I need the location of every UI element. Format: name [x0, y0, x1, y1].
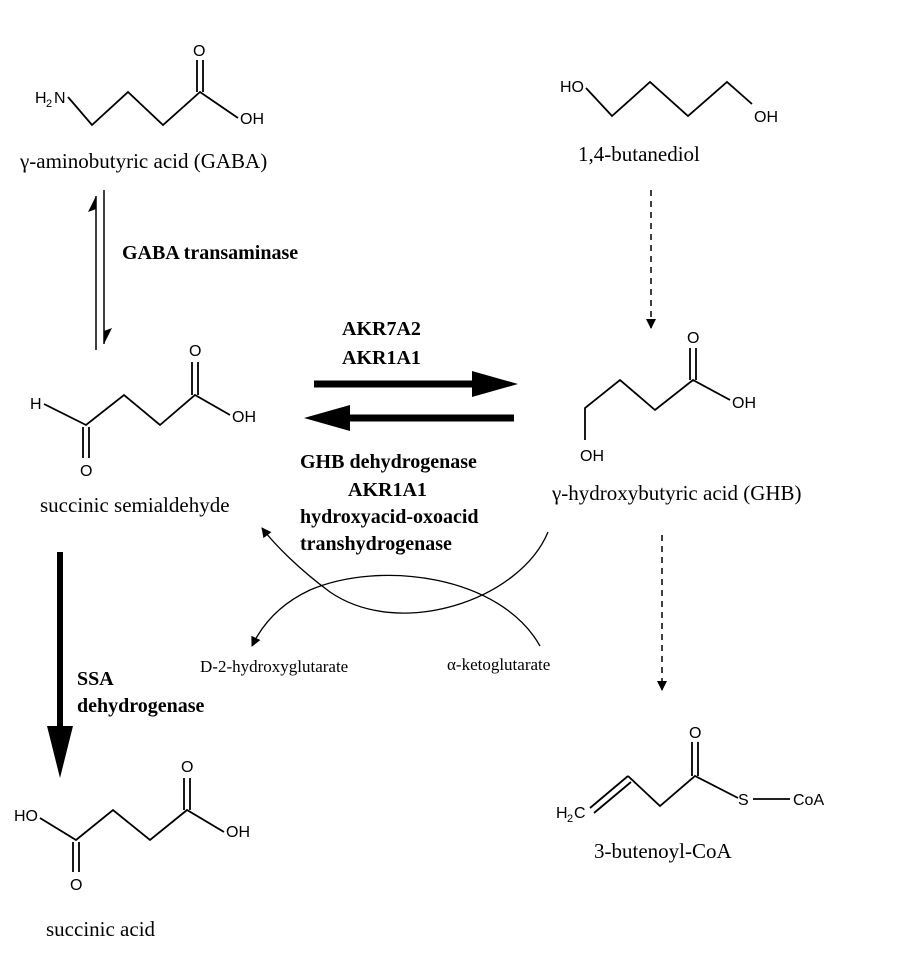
ghb-structure: O OH OH γ-hydroxybutyric acid (GHB): [551, 330, 802, 505]
butenoyl-h-sub: 2: [567, 813, 573, 825]
ghb-o: O: [687, 330, 699, 347]
forward-enzyme-2: AKR1A1: [342, 347, 421, 369]
succinic-chain: [39, 808, 225, 842]
ghb-name: γ-hydroxybutyric acid (GHB): [551, 481, 802, 505]
gaba-amine-h: H: [35, 90, 47, 107]
equilibrium-down-head: [104, 328, 112, 344]
butenoyl-alkene-1: [589, 775, 629, 809]
butanediol-ho: HO: [560, 79, 584, 96]
forward-enzyme-1: AKR7A2: [342, 318, 421, 340]
gaba-amine-sub: 2: [46, 98, 52, 110]
interconversion-arrows: AKR7A2 AKR1A1 GHB dehydrogenase AKR1A1 h…: [300, 318, 518, 555]
butenoyl-h: H: [556, 805, 568, 822]
gaba-amine-n: N: [54, 90, 66, 107]
butanediol-name: 1,4-butanediol: [578, 142, 700, 166]
ssa-structure: H O O OH succinic semialdehyde: [30, 343, 256, 517]
butenoyl-s: S: [738, 792, 749, 809]
ssa-dh-label-2: dehydrogenase: [77, 695, 205, 717]
butenoyl-name: 3-butenoyl-CoA: [594, 839, 732, 863]
butenoyl-coa: CoA: [793, 792, 824, 809]
reverse-arrow-head: [304, 405, 350, 431]
reverse-enzyme-4: transhydrogenase: [300, 533, 452, 555]
ssa-o-top: O: [189, 343, 201, 360]
gaba-o: O: [193, 43, 205, 60]
gaba-structure: H 2 N O OH γ-aminobutyric acid (GABA): [19, 43, 267, 173]
butenoyl-chain: [627, 774, 739, 808]
butanediol-structure: HO OH 1,4-butanediol: [560, 79, 778, 166]
butanediol-oh: OH: [754, 109, 778, 126]
ssa-o-bottom: O: [80, 463, 92, 480]
ssa-dh-label-1: SSA: [77, 668, 114, 690]
butenoyl-c: C: [574, 805, 586, 822]
gaba-ssa-equilibrium: GABA transaminase: [88, 190, 298, 350]
ghb-chain: [584, 378, 731, 440]
ssa-name: succinic semialdehyde: [40, 493, 230, 517]
succinic-oh: OH: [226, 824, 250, 841]
butenoyl-alkene-2: [593, 781, 632, 814]
ghb-oh: OH: [732, 395, 756, 412]
d2hg-label: D-2-hydroxyglutarate: [200, 657, 348, 676]
akg-label: α-ketoglutarate: [447, 655, 550, 674]
succinic-ho: HO: [14, 808, 38, 825]
reverse-enzyme-3: hydroxyacid-oxoacid: [300, 506, 479, 528]
succinic-name: succinic acid: [46, 917, 156, 941]
ssa-dehydrogenase-step: SSA dehydrogenase: [47, 552, 205, 778]
forward-arrow-head: [472, 371, 518, 397]
akg-to-d2hg-arc: [251, 574, 541, 647]
ssa-chain: [43, 393, 231, 427]
gaba-transaminase-label: GABA transaminase: [122, 242, 298, 264]
ghb-oh-bottom: OH: [580, 448, 604, 465]
butanediol-chain: [585, 80, 753, 118]
ssa-dh-arrow-head: [47, 726, 73, 778]
equilibrium-up-head: [88, 196, 96, 212]
coupled-reaction-arcs: D-2-hydroxyglutarate α-ketoglutarate: [200, 527, 550, 676]
gaba-name: γ-aminobutyric acid (GABA): [19, 149, 267, 173]
gaba-oh: OH: [240, 111, 264, 128]
reverse-enzyme-1: GHB dehydrogenase: [300, 451, 477, 473]
succinic-o-top: O: [181, 759, 193, 776]
butenoyl-coa-structure: H 2 C O S CoA 3-butenoyl-CoA: [556, 725, 824, 863]
succinic-o-bottom: O: [70, 877, 82, 894]
butenoyl-o: O: [689, 725, 701, 742]
succinic-acid-structure: HO O O OH succinic acid: [14, 759, 250, 941]
ssa-oh: OH: [232, 409, 256, 426]
ssa-h: H: [30, 396, 42, 413]
ghb-to-ssa-arc: [261, 527, 549, 614]
reverse-enzyme-2: AKR1A1: [348, 479, 427, 501]
gaba-chain: [67, 90, 239, 127]
